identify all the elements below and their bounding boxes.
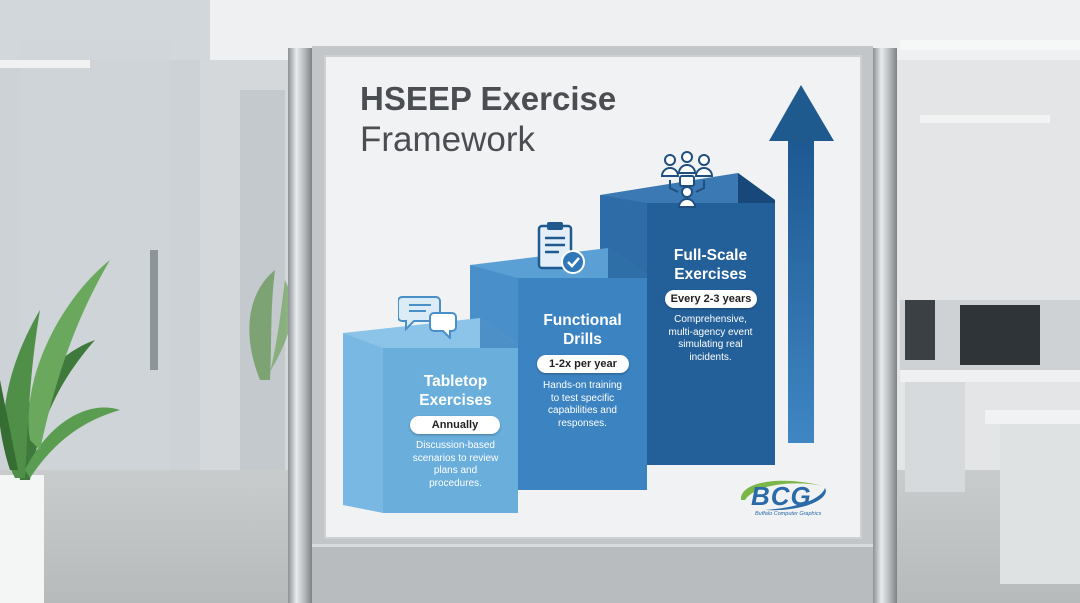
step-2-description-line: to test specific — [550, 392, 615, 404]
step-1-title-line2: Exercises — [419, 392, 492, 409]
step-2-title: Functional Drills — [510, 311, 655, 349]
team-network-icon — [660, 151, 714, 208]
step-3-description-line: incidents. — [689, 351, 732, 363]
logo-swoosh-icon — [740, 480, 826, 511]
sign-title-line1: HSEEP Exercise — [360, 80, 617, 117]
step-3-title: Full-Scale Exercises — [638, 246, 783, 284]
step-1-title: Tabletop Exercises — [383, 372, 528, 410]
step-1-title-line1: Tabletop — [423, 373, 488, 390]
step-1-frequency-badge: Annually — [410, 416, 500, 434]
step-2-description-line: Hands-on training — [543, 380, 622, 391]
step-2-description-line: responses. — [558, 417, 607, 429]
step-1-description-line: plans and — [433, 465, 478, 476]
step-1-description: Discussion-based scenarios to review pla… — [383, 440, 528, 490]
step-3-frequency-badge: Every 2-3 years — [665, 290, 757, 308]
step-2-description: Hands-on training to test specific capab… — [510, 380, 655, 430]
step-3-description: Comprehensive, multi-agency event simula… — [638, 314, 783, 364]
bcg-logo: BCG Buffalo Computer Graphics — [735, 474, 835, 522]
step-2-title-line2: Drills — [563, 331, 602, 348]
step-3-title-line2: Exercises — [674, 266, 747, 283]
chat-bubbles-icon — [398, 296, 457, 339]
step-2-description-line: capabilities and — [548, 405, 617, 416]
step-3-description-line: Comprehensive, — [674, 314, 747, 325]
step-2-title-line1: Functional — [543, 312, 622, 329]
sign-title-line2: Framework — [360, 120, 536, 159]
step-3-description-line: multi-agency event — [668, 326, 753, 338]
step-3-title-line1: Full-Scale — [673, 247, 748, 264]
step-1-description-line: procedures. — [429, 477, 482, 489]
step-3-description-line: simulating real — [678, 339, 743, 350]
logo-tagline: Buffalo Computer Graphics — [755, 511, 822, 517]
clipboard-check-icon — [537, 222, 585, 274]
logo-text: BCG — [751, 481, 812, 511]
step-1-description-line: Discussion-based — [416, 440, 495, 451]
step-1-description-line: scenarios to review — [412, 452, 499, 464]
step-2-frequency-badge: 1-2x per year — [537, 355, 629, 373]
